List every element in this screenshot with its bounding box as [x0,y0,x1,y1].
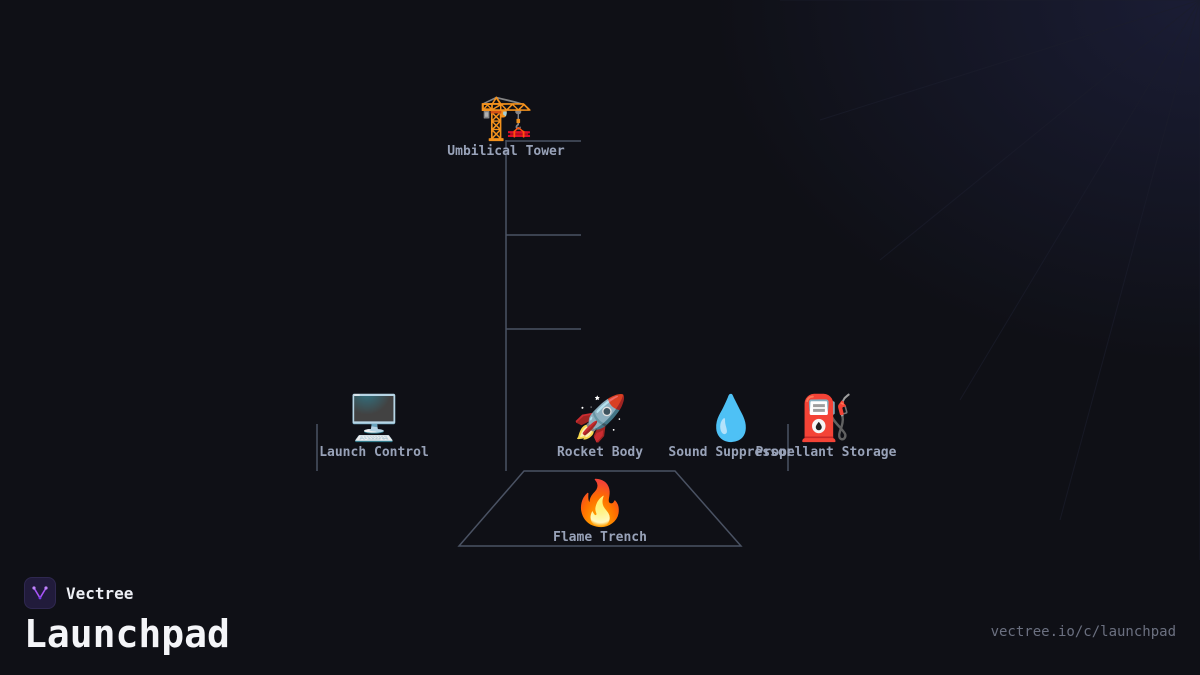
brand-name: Vectree [66,583,134,603]
node-flame-trench: 🔥 Flame Trench [510,479,690,546]
node-label-launch-control: Launch Control [319,445,429,460]
node-umbilical-tower: 🏗️ Umbilical Tower [416,93,596,160]
brand: Vectree [24,577,133,609]
node-label-flame-trench: Flame Trench [553,530,647,545]
page-title: Launchpad [24,612,230,656]
desktop-computer-icon: 🖥️ [346,393,402,444]
node-label-propellant-storage: Propellant Storage [755,445,897,460]
node-launch-control: 🖥️ Launch Control [284,394,464,461]
fire-icon: 🔥 [572,478,628,529]
fuel-pump-icon: ⛽ [798,393,854,444]
water-droplet-icon: 💧 [703,393,759,444]
node-label-rocket-body: Rocket Body [556,445,644,460]
rocket-icon: 🚀 [572,393,628,444]
page-url[interactable]: vectree.io/c/launchpad [990,624,1176,640]
node-label-sound-suppressor: Sound Suppressor [668,445,794,460]
node-sound-suppressor: 💧 Sound Suppressor [641,394,821,461]
node-propellant-storage: ⛽ Propellant Storage [736,394,916,461]
node-label-umbilical-tower: Umbilical Tower [447,144,565,159]
node-rocket-body: 🚀 Rocket Body [510,394,690,461]
construction-crane-icon: 🏗️ [478,92,534,143]
vectree-logo-icon [24,577,56,609]
flame-trench-outline [457,470,743,547]
